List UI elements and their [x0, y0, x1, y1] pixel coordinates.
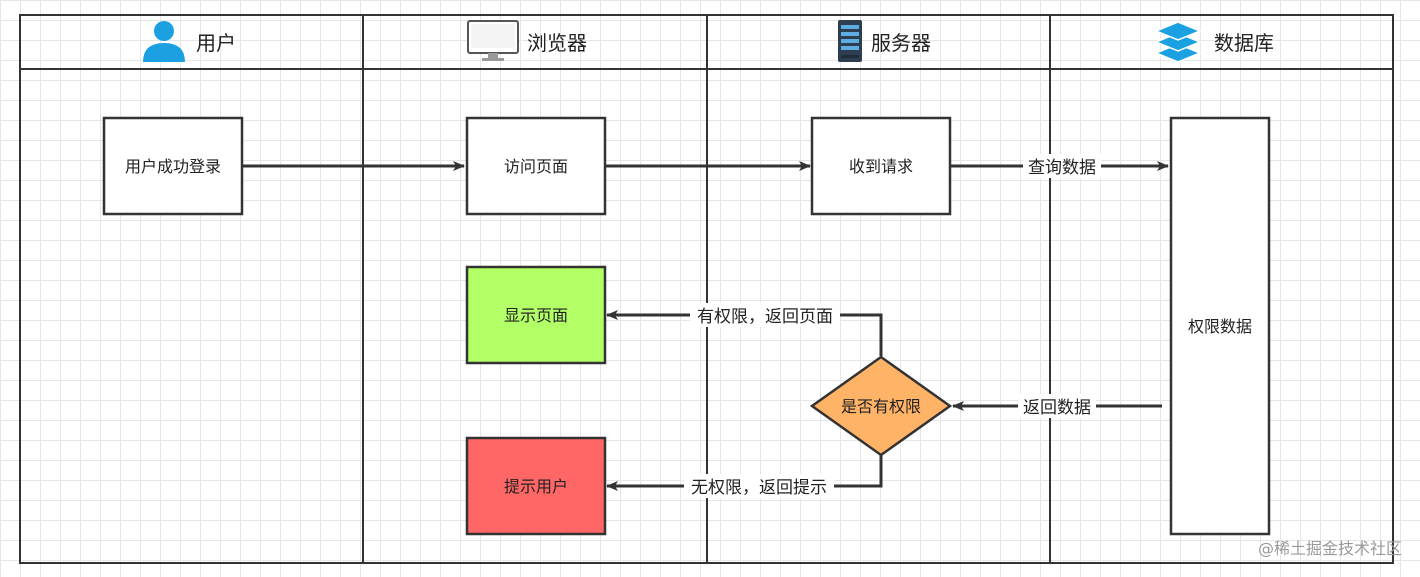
user-icon — [143, 21, 185, 62]
edge-labels: 查询数据 返回数据 有权限，返回页面 无权限，返回提示 — [684, 154, 1101, 498]
node-login: 用户成功登录 — [102, 116, 244, 216]
lane-header-browser: 浏览器 — [467, 20, 587, 61]
lane-label: 用户 — [196, 31, 236, 55]
lane-label: 数据库 — [1214, 31, 1274, 55]
lane-header-user: 用户 — [143, 21, 236, 62]
edge-label-has-permission: 有权限，返回页面 — [697, 307, 833, 327]
node-text: 权限数据 — [1188, 317, 1252, 336]
node-text: 是否有权限 — [841, 397, 921, 416]
node-text: 显示页面 — [504, 306, 568, 325]
watermark-text: @稀土掘金技术社区 — [1258, 539, 1402, 558]
server-icon — [838, 20, 862, 62]
node-text: 访问页面 — [504, 157, 568, 176]
lane-label: 服务器 — [871, 31, 931, 55]
node-text: 用户成功登录 — [125, 157, 221, 176]
node-visit-page: 访问页面 — [465, 116, 607, 216]
database-layers-icon — [1154, 21, 1202, 63]
node-text: 收到请求 — [849, 157, 913, 176]
node-receive-request: 收到请求 — [810, 116, 952, 216]
lane-label: 浏览器 — [527, 31, 587, 55]
node-show-page: 显示页面 — [465, 265, 607, 365]
edge-label-query: 查询数据 — [1028, 158, 1096, 178]
lane-header-server: 服务器 — [838, 20, 931, 62]
node-text: 提示用户 — [504, 477, 568, 496]
node-permission-data: 权限数据 — [1169, 116, 1271, 536]
monitor-icon — [467, 20, 519, 61]
lane-header-database: 数据库 — [1154, 21, 1274, 63]
edge-label-no-permission: 无权限，返回提示 — [691, 478, 827, 498]
edge-label-return-data: 返回数据 — [1023, 398, 1091, 418]
node-decision: 是否有权限 — [809, 355, 953, 457]
node-notify-user: 提示用户 — [465, 436, 607, 536]
swimlane-frame — [19, 14, 1394, 564]
